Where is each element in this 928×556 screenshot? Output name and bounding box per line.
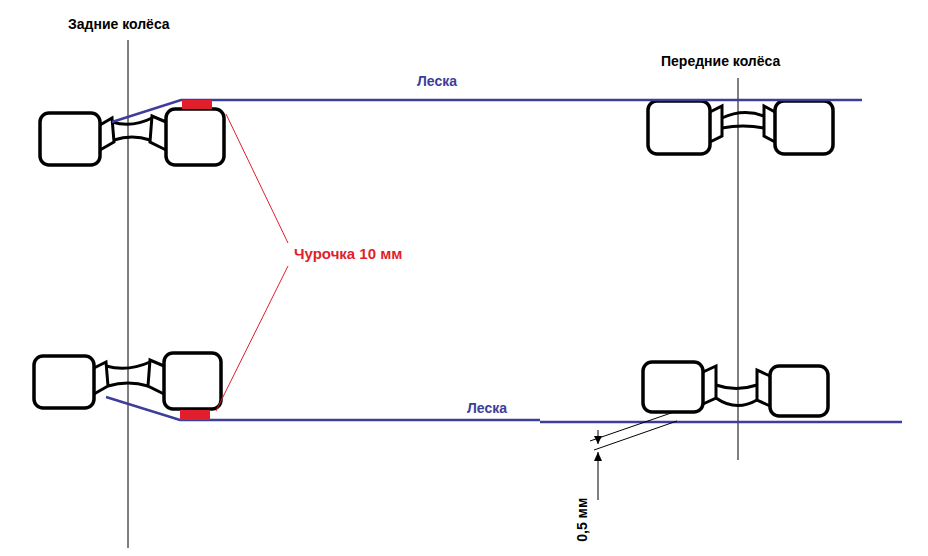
dimension-arrows [594,436,602,461]
axle-label: Передние колёса [661,54,780,69]
dimension-label: 0,5 мм [575,498,590,542]
spacers [180,100,212,420]
fishing-lines [106,100,902,422]
spacer-leaders [216,114,288,411]
dimension-lines [590,412,677,500]
line-label: Леска [467,401,507,416]
wheels [34,101,833,416]
axles [94,106,775,406]
spacer-label: Чурочка 10 мм [294,246,402,263]
line-label: Леска [417,74,457,89]
axis-lines [128,40,738,548]
axle-label: Задние колёса [66,17,172,32]
